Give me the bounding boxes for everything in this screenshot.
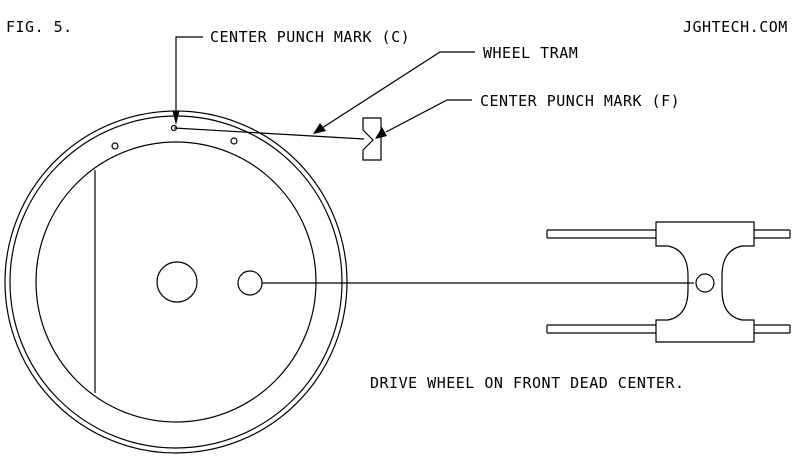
crosshead-assembly <box>546 221 791 343</box>
caption: DRIVE WHEEL ON FRONT DEAD CENTER. <box>370 374 685 392</box>
crank-pin <box>237 270 263 296</box>
arrow-center-punch-f <box>375 127 387 139</box>
tram-point-block <box>362 117 382 161</box>
source-label: JGHTECH.COM <box>683 18 788 36</box>
center-punch-c-label: CENTER PUNCH MARK (C) <box>210 28 410 46</box>
wrist-pin <box>695 273 715 293</box>
wheel-outer-rim-inner-edge <box>9 115 343 449</box>
axle-hole <box>156 261 198 303</box>
rim-hole-right <box>230 137 238 145</box>
rim-hole-left <box>111 142 119 150</box>
drive-wheel <box>4 110 348 454</box>
figure-label: FIG. 5. <box>6 18 73 36</box>
wheel-tram <box>173 117 382 161</box>
wheel-tram-label: WHEEL TRAM <box>483 44 578 62</box>
leader-lines <box>172 36 475 139</box>
arrow-wheel-tram <box>313 123 326 134</box>
arrow-center-punch-c <box>172 111 180 125</box>
crosshead-body <box>655 221 755 343</box>
wheel-inner-rim <box>35 141 317 423</box>
tram-bar <box>173 127 365 140</box>
wheel-outer-rim <box>4 110 348 454</box>
center-punch-f-label: CENTER PUNCH MARK (F) <box>480 92 680 110</box>
